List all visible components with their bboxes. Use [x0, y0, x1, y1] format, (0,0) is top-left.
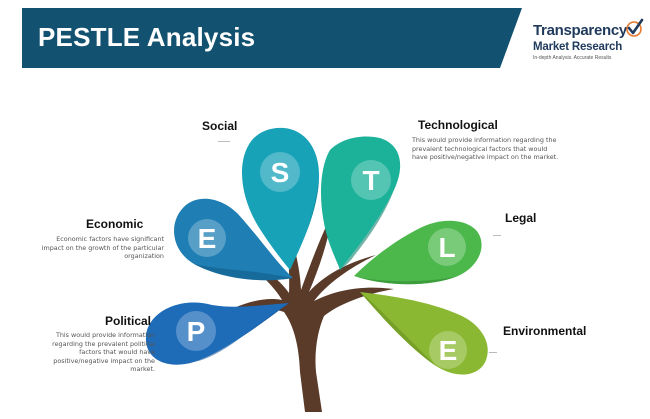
- legal-title: Legal: [505, 211, 537, 225]
- logo-word-primary: Transparency: [533, 22, 627, 39]
- brand-logo: Transparency Market Research In-depth An…: [533, 18, 645, 68]
- economic-title: Economic: [86, 217, 144, 231]
- legal-leaf: L: [354, 220, 482, 285]
- political-description: This would provide information regarding…: [52, 331, 155, 374]
- environmental-leaf: E: [360, 292, 488, 375]
- environmental-letter: E: [439, 335, 458, 366]
- logo-tagline: In-depth Analysis. Accurate Results: [533, 55, 612, 61]
- political-letter: P: [187, 316, 206, 347]
- logo-word-secondary: Market Research: [533, 41, 623, 53]
- tree-trunk: [215, 214, 394, 412]
- header-banner: [22, 8, 522, 68]
- social-leaf: S: [241, 127, 320, 271]
- economic-letter: E: [198, 223, 217, 254]
- economic-leaf: E: [174, 198, 293, 281]
- social-divider: [218, 141, 230, 142]
- environmental-title: Environmental: [503, 324, 587, 338]
- technological-leaf: T: [321, 136, 401, 270]
- economic-description: Economic factors have significant impact…: [41, 235, 164, 261]
- checkmark-logo-icon: [626, 18, 644, 37]
- technological-title: Technological: [418, 118, 498, 132]
- political-title: Political: [105, 314, 152, 328]
- social-letter: S: [271, 157, 290, 188]
- technological-letter: T: [362, 165, 379, 196]
- political-leaf: P: [145, 302, 289, 365]
- environmental-divider: [489, 352, 497, 353]
- page-title: PESTLE Analysis: [38, 22, 256, 52]
- technological-description: This would provide information regarding…: [412, 136, 559, 162]
- legal-letter: L: [438, 232, 455, 263]
- social-title: Social: [202, 119, 238, 133]
- legal-divider: [493, 235, 501, 236]
